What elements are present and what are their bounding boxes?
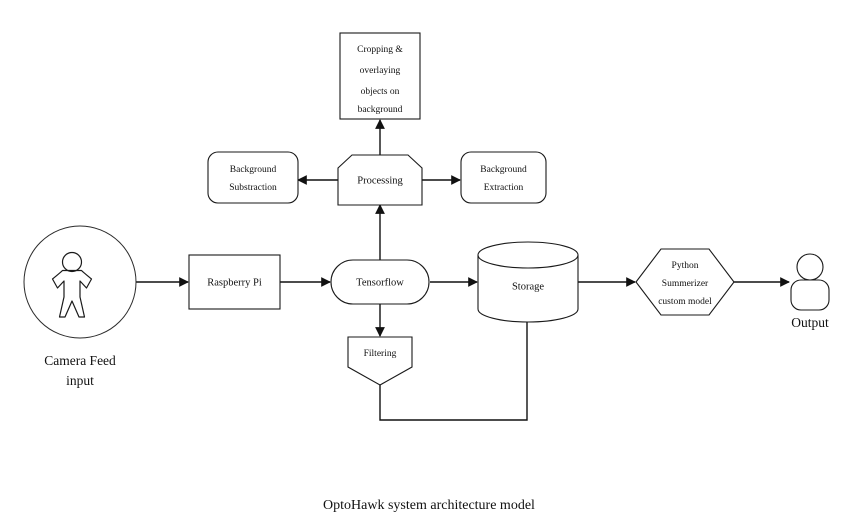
node-output[interactable]: Output [790, 253, 830, 330]
cropping-label-line3: objects on [361, 87, 400, 97]
background-substraction-label-line1: Background [230, 165, 277, 175]
processing-label: Processing [357, 175, 403, 186]
python-summerizer-label-line1: Python [672, 261, 699, 271]
background-extraction-label-line1: Background [480, 165, 527, 175]
camera-feed-label-line2: input [66, 373, 94, 388]
node-python-summerizer[interactable]: Python Summerizer custom model [635, 248, 735, 316]
node-background-substraction[interactable]: Background Substraction [207, 151, 299, 204]
background-extraction-label-line2: Extraction [484, 183, 524, 193]
storage-label: Storage [512, 281, 544, 292]
node-filtering[interactable]: Filtering [347, 336, 413, 386]
filtering-label: Filtering [364, 349, 397, 359]
output-label: Output [791, 315, 829, 330]
raspberry-pi-label: Raspberry Pi [207, 277, 262, 288]
node-camera-feed[interactable]: Camera Feed input [23, 225, 137, 388]
python-summerizer-label-line3: custom model [658, 297, 712, 307]
edge-filtering-to-storage [379, 310, 532, 421]
person-icon [51, 251, 93, 318]
cropping-label-line1: Cropping & [357, 45, 403, 55]
python-summerizer-label-line2: Summerizer [662, 279, 709, 289]
diagram-caption: OptoHawk system architecture model [323, 498, 535, 513]
actor-icon [790, 253, 830, 311]
cropping-label-line2: overlaying [360, 66, 401, 76]
camera-feed-label-line1: Camera Feed [44, 353, 116, 368]
node-tensorflow[interactable]: Tensorflow [330, 259, 430, 305]
node-raspberry-pi[interactable]: Raspberry Pi [188, 254, 281, 310]
node-storage[interactable]: Storage [477, 241, 579, 323]
node-processing[interactable]: Processing [337, 154, 423, 206]
background-substraction-label-line2: Substraction [229, 183, 277, 193]
cropping-label-line4: background [358, 105, 403, 115]
node-background-extraction[interactable]: Background Extraction [460, 151, 547, 204]
node-cropping-overlaying[interactable]: Cropping & overlaying objects on backgro… [339, 32, 421, 120]
tensorflow-label: Tensorflow [356, 277, 404, 288]
